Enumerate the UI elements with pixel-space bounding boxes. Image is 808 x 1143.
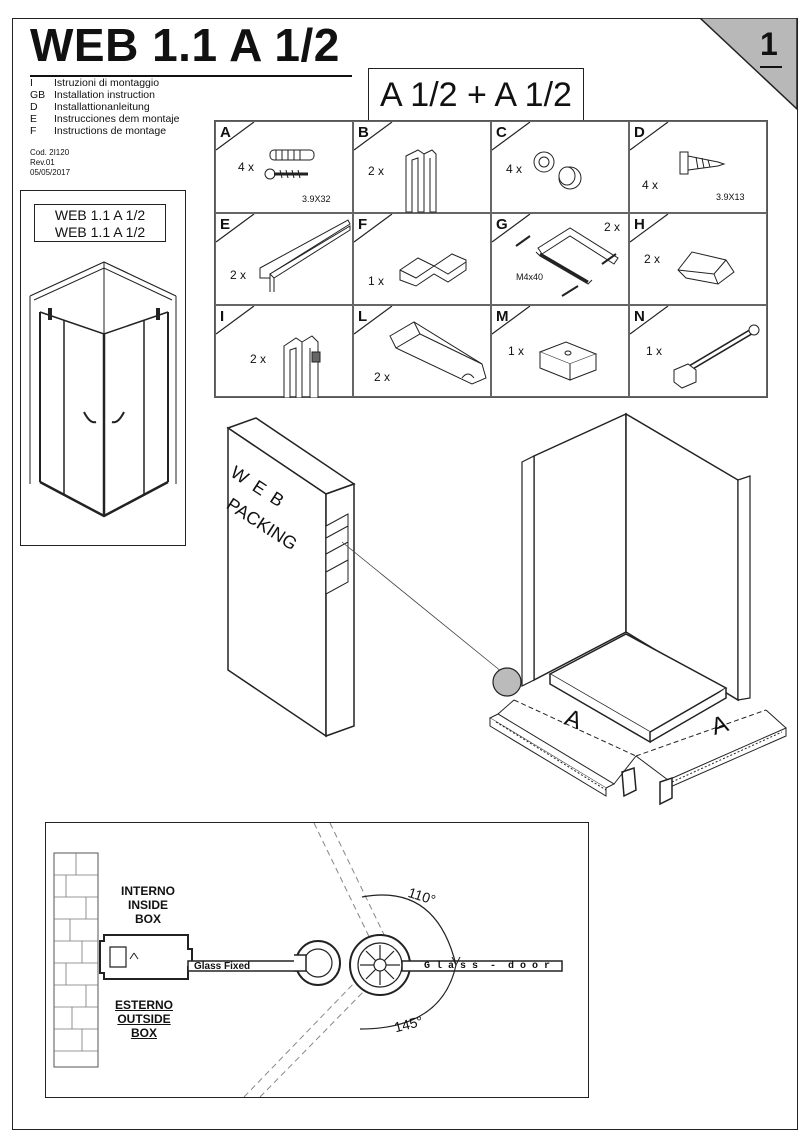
title-underline — [30, 75, 352, 77]
corner-joint-icon — [399, 253, 467, 287]
part-dimension: 3.9X13 — [716, 192, 745, 202]
end-cap-icon — [677, 251, 735, 285]
model-line-1: WEB 1.1 A 1/2 — [54, 207, 146, 223]
part-cell-g: G 2 x M4x40 — [491, 213, 629, 305]
doc-date: 05/05/2017 — [30, 168, 71, 177]
part-dimension: 3.9X32 — [302, 194, 331, 204]
countersunk-screw-icon — [679, 151, 726, 175]
inside-label-box: BOX — [134, 912, 161, 926]
spacer-block-icon — [538, 341, 598, 381]
part-letter: N — [634, 308, 645, 325]
stabilizer-bar-icon — [673, 324, 760, 389]
part-cell-n: N 1 x — [629, 305, 767, 397]
part-cell-a: A 4 x 3.9X32 — [215, 121, 353, 213]
part-letter: I — [220, 308, 225, 325]
part-qty: 2 x — [230, 268, 247, 282]
profile-detail-box — [45, 822, 589, 1098]
outside-label-box: BOX — [130, 1026, 157, 1040]
part-letter: E — [220, 216, 231, 233]
model-preview-panel — [20, 190, 186, 546]
part-qty: 1 x — [508, 344, 525, 358]
sliding-block-icon — [389, 321, 487, 385]
screw-cap-icon — [533, 151, 582, 190]
part-letter: F — [358, 216, 368, 233]
handle-icon — [515, 227, 619, 297]
outside-label-it: ESTERNO — [114, 998, 173, 1012]
shower-enclosure-drawing — [29, 261, 177, 518]
part-cell-b: B 2 x — [353, 121, 491, 213]
part-qty: 2 x — [374, 370, 391, 384]
part-qty: 2 x — [368, 164, 385, 178]
revision: Rev.01 — [30, 158, 55, 167]
part-qty: 2 x — [604, 220, 621, 234]
packing-box-drawing — [226, 417, 356, 738]
part-qty: 4 x — [238, 160, 255, 174]
part-letter: M — [496, 308, 509, 325]
wall-plug-and-screw-icon — [264, 149, 315, 180]
part-qty: 2 x — [644, 252, 661, 266]
page-number-underline — [760, 66, 782, 68]
outside-label-en: OUTSIDE — [117, 1012, 171, 1026]
model-name-box: WEB 1.1 A 1/2 WEB 1.1 A 1/2 — [34, 204, 166, 242]
page-number: 1 — [760, 26, 778, 62]
part-qty: 4 x — [642, 178, 659, 192]
part-cell-m: M 1 x — [491, 305, 629, 397]
part-qty: 1 x — [646, 344, 663, 358]
part-dimension: M4x40 — [516, 272, 544, 282]
part-cell-c: C 4 x — [491, 121, 629, 213]
part-cell-d: D 4 x 3.9X13 — [629, 121, 767, 213]
part-letter: H — [634, 216, 645, 233]
document-title: WEB 1.1 A 1/2 — [30, 19, 340, 71]
pointer-line — [341, 541, 522, 697]
part-qty: 2 x — [250, 352, 267, 366]
part-letter: G — [496, 216, 508, 233]
page-corner-tab — [700, 18, 798, 110]
model-combo-box: A 1/2 + A 1/2 — [368, 68, 584, 122]
glass-fixed-label: Glass Fixed — [194, 961, 251, 972]
part-letter: A — [220, 124, 231, 141]
part-qty: 1 x — [368, 274, 385, 288]
part-qty: 4 x — [506, 162, 523, 176]
bottom-seal-profile-icon — [259, 219, 351, 292]
inside-label-it: INTERNO — [121, 884, 175, 898]
magnetic-profile-icon — [283, 335, 321, 398]
part-letter: B — [358, 124, 369, 141]
glass-door-label: G l a s s - d o o r — [424, 961, 551, 972]
part-cell-e: E 2 x — [215, 213, 353, 305]
part-cell-h: H 2 x — [629, 213, 767, 305]
code-number: Cod. 2I120 — [30, 148, 70, 157]
parts-grid: A 4 x 3.9X32 B 2 x C 4 x D 4 x — [214, 120, 768, 398]
profile-cross-section-drawing — [53, 823, 563, 1097]
page-frame — [12, 18, 798, 1130]
shower-corner-installation-drawing — [488, 412, 787, 806]
part-letter: L — [358, 308, 368, 325]
part-letter: D — [634, 124, 645, 141]
inside-label-en: INSIDE — [127, 898, 168, 912]
outside-box-label: ESTERNO OUTSIDE BOX — [104, 998, 184, 1040]
part-cell-f: F 1 x — [353, 213, 491, 305]
model-line-2: WEB 1.1 A 1/2 — [54, 224, 146, 240]
part-cell-i: I 2 x — [215, 305, 353, 398]
part-letter: C — [496, 124, 507, 141]
wall-profile-icon — [405, 149, 437, 213]
inside-box-label: INTERNO INSIDE BOX — [108, 884, 188, 926]
part-cell-l: L 2 x — [353, 305, 491, 397]
